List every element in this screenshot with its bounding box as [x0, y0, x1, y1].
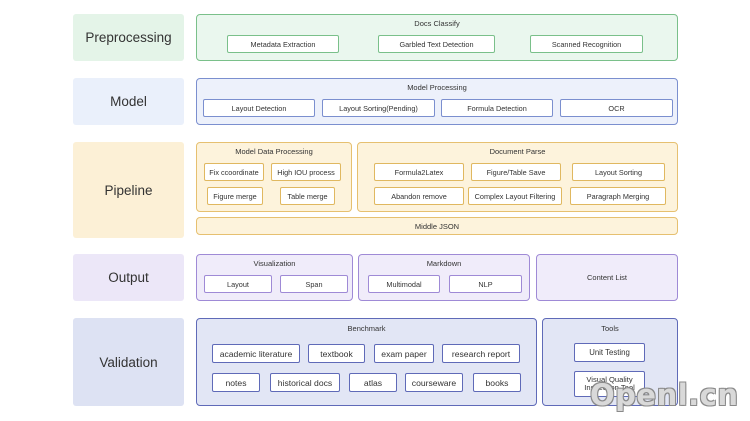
- middle-json-label: Middle JSON: [414, 221, 460, 231]
- multimodal-box: Multimodal: [368, 275, 440, 293]
- panel-title: Model Processing: [407, 83, 467, 92]
- paragraph-merging-box: Paragraph Merging: [570, 187, 666, 205]
- benchmark-item-academic-literature: academic literature: [212, 344, 300, 363]
- layout-detection-box: Layout Detection: [203, 99, 315, 117]
- benchmark-item-books: books: [473, 373, 521, 392]
- garbled-text-detection-box: Garbled Text Detection: [378, 35, 495, 53]
- layout-output-box: Layout: [204, 275, 272, 293]
- tools-panel: Tools Unit Testing Visual Quality Inspec…: [542, 318, 678, 406]
- nlp-box: NLP: [449, 275, 522, 293]
- model-processing-panel: Model Processing Layout Detection Layout…: [196, 78, 678, 125]
- visualization-panel: Visualization Layout Span: [196, 254, 353, 301]
- benchmark-item-notes: notes: [212, 373, 260, 392]
- stage-label: Validation: [99, 354, 158, 370]
- abandon-remove-box: Abandon remove: [374, 187, 464, 205]
- formula2latex-box: Formula2Latex: [374, 163, 464, 181]
- high-iou-process-box: High IOU process: [271, 163, 341, 181]
- panel-title: Markdown: [426, 259, 462, 268]
- fix-coordinate-box: Fix ccoordinate: [204, 163, 264, 181]
- layout-sorting-box: Layout Sorting: [572, 163, 665, 181]
- panel-title: Model Data Processing: [235, 147, 313, 156]
- stage-label: Model: [110, 94, 147, 109]
- formula-detection-box: Formula Detection: [441, 99, 553, 117]
- complex-layout-filtering-box: Complex Layout Filtering: [468, 187, 562, 205]
- benchmark-item-courseware: courseware: [405, 373, 463, 392]
- figure-merge-box: Figure merge: [207, 187, 263, 205]
- benchmark-item-research-report: research report: [442, 344, 520, 363]
- benchmark-panel: Benchmark academic literature textbook e…: [196, 318, 537, 406]
- panel-title: Tools: [601, 324, 619, 333]
- benchmark-item-exam-paper: exam paper: [374, 344, 434, 363]
- ocr-box: OCR: [560, 99, 673, 117]
- watermark: Openl.cn: [590, 378, 739, 412]
- document-parse-panel: Document Parse Formula2Latex Figure/Tabl…: [357, 142, 678, 212]
- panel-title: Benchmark: [347, 324, 386, 333]
- panel-title: Docs Classify: [414, 19, 460, 28]
- scanned-recognition-box: Scanned Recognition: [530, 35, 643, 53]
- stage-validation: Validation: [73, 318, 184, 406]
- benchmark-item-historical-docs: historical docs: [270, 373, 340, 392]
- middle-json-bar: Middle JSON: [196, 217, 678, 235]
- content-list-label: Content List: [586, 273, 628, 282]
- table-merge-box: Table merge: [280, 187, 335, 205]
- panel-title: Visualization: [253, 259, 296, 268]
- benchmark-item-textbook: textbook: [308, 344, 365, 363]
- content-list-panel: Content List: [536, 254, 678, 301]
- unit-testing-box: Unit Testing: [574, 343, 645, 362]
- stage-preprocessing: Preprocessing: [73, 14, 184, 61]
- model-data-processing-panel: Model Data Processing Fix ccoordinate Hi…: [196, 142, 352, 212]
- layout-sorting-pending-box: Layout Sorting(Pending): [322, 99, 435, 117]
- span-output-box: Span: [280, 275, 348, 293]
- stage-label: Preprocessing: [85, 30, 172, 45]
- figure-table-save-box: Figure/Table Save: [471, 163, 561, 181]
- stage-pipeline: Pipeline: [73, 142, 184, 238]
- benchmark-item-atlas: atlas: [349, 373, 397, 392]
- markdown-panel: Markdown Multimodal NLP: [358, 254, 530, 301]
- docs-classify-panel: Docs Classify Metadata Extraction Garble…: [196, 14, 678, 61]
- visual-quality-inspection-tool-box: Visual Quality Inspection Tool: [574, 371, 645, 397]
- metadata-extraction-box: Metadata Extraction: [227, 35, 339, 53]
- panel-title: Document Parse: [489, 147, 546, 156]
- stage-label: Output: [108, 270, 149, 285]
- stage-output: Output: [73, 254, 184, 301]
- stage-label: Pipeline: [104, 182, 153, 198]
- stage-model: Model: [73, 78, 184, 125]
